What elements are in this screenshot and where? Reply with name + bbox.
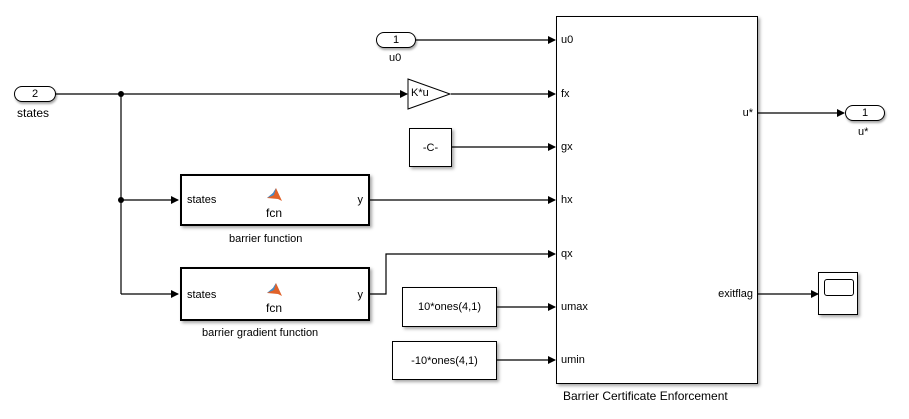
input-port-label: states — [187, 194, 217, 206]
outport-ustar[interactable]: 1 — [845, 105, 885, 121]
inport-states[interactable]: 2 — [14, 86, 56, 102]
inport-u0-label: u0 — [389, 52, 402, 64]
barrier-function-label: barrier function — [229, 233, 303, 245]
branch-point — [118, 197, 124, 203]
matlab-function-barrier-gradient[interactable]: states y fcn — [180, 267, 370, 321]
inport-u0[interactable]: 1 — [376, 32, 416, 48]
input-port-gx: gx — [561, 141, 573, 153]
barrier-gradient-function-label: barrier gradient function — [202, 327, 319, 339]
gain-label[interactable]: K*u — [411, 87, 429, 99]
barrier-certificate-label: Barrier Certificate Enforcement — [563, 389, 728, 403]
matlab-logo-icon — [267, 283, 282, 296]
scope-block[interactable] — [818, 272, 858, 315]
inport-number: 1 — [392, 34, 400, 46]
output-port-label: y — [357, 194, 364, 206]
constant-umax[interactable]: 10*ones(4,1) — [402, 287, 497, 327]
constant-umin[interactable]: -10*ones(4,1) — [392, 341, 497, 380]
outport-number: 1 — [861, 107, 869, 119]
outport-label: u* — [858, 126, 869, 138]
input-port-umin: umin — [561, 354, 585, 366]
gain-block — [407, 78, 452, 110]
barrier-certificate-block[interactable]: u0 fx gx hx qx umax umin u* exitflag — [556, 16, 758, 384]
inport-states-label: states — [17, 106, 50, 120]
constant-gx[interactable]: -C- — [409, 128, 452, 167]
function-body-label: fcn — [266, 301, 283, 315]
matlab-function-barrier[interactable]: states y fcn — [180, 174, 370, 226]
branch-point — [118, 91, 124, 97]
line-qx — [370, 250, 556, 295]
input-port-fx: fx — [561, 88, 570, 100]
output-port-exitflag: exitflag — [718, 288, 753, 300]
input-port-umax: umax — [561, 301, 588, 313]
constant-umax-value: 10*ones(4,1) — [418, 301, 481, 313]
output-port-label: y — [357, 289, 364, 301]
input-port-label: states — [187, 289, 217, 301]
function-body-label: fcn — [266, 206, 283, 220]
input-port-hx: hx — [561, 194, 573, 206]
output-port-ustar: u* — [742, 107, 753, 119]
constant-umin-value: -10*ones(4,1) — [411, 354, 478, 367]
input-port-qx: qx — [561, 248, 573, 260]
input-port-u0: u0 — [561, 34, 574, 46]
inport-number: 2 — [31, 88, 39, 100]
matlab-logo-icon — [267, 188, 282, 201]
constant-gx-value: -C- — [422, 141, 439, 154]
scope-screen-icon — [824, 279, 854, 296]
